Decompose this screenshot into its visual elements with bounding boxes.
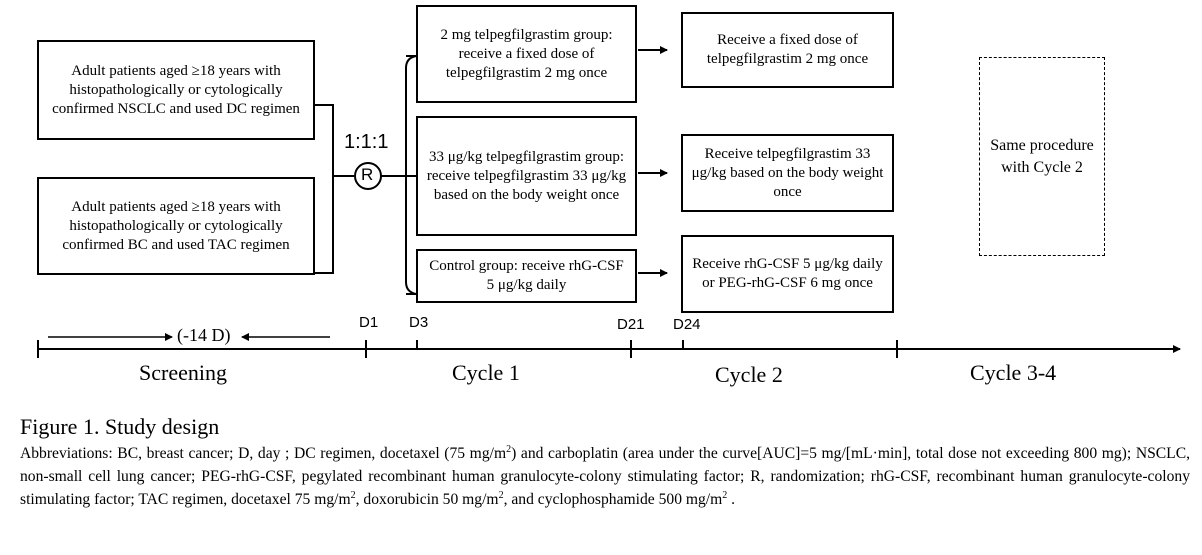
phase-label-screening: Screening <box>139 360 227 385</box>
cycle2-2mg-box: Receive a fixed dose of telpegfilgrastim… <box>681 12 894 88</box>
arm-control-box: Control group: receive rhG-CSF 5 μg/kg d… <box>416 249 637 303</box>
phase-label-cycle3-4: Cycle 3-4 <box>970 360 1057 385</box>
cycle2-33ugkg-box: Receive telpegfilgrastim 33 μg/kg based … <box>681 134 894 212</box>
superscript-2: 2 <box>506 443 512 455</box>
day-label-d21: D21 <box>617 316 645 333</box>
abbrev-part-3: , doxorubicin 50 mg/m <box>355 491 499 508</box>
superscript-2: 2 <box>350 489 356 501</box>
figure-caption: Figure 1. Study design Abbreviations: BC… <box>20 413 1190 511</box>
randomization-ratio: 1:1:1 <box>344 131 389 153</box>
screening-window-label: (-14 D) <box>177 325 231 345</box>
arm-2mg-box: 2 mg telpegfilgrastim group: receive a f… <box>416 5 637 103</box>
study-design-diagram: Adult patients aged ≥18 years with histo… <box>37 5 1181 387</box>
connector-lines <box>37 46 1181 358</box>
randomization-symbol: R <box>361 165 374 184</box>
day-label-d1: D1 <box>359 314 379 331</box>
figure-title: Figure 1. Study design <box>20 414 220 439</box>
cycle2-control-box: Receive rhG-CSF 5 μg/kg daily or PEG-rhG… <box>681 235 894 313</box>
day-label-d24: D24 <box>673 316 701 333</box>
eligibility-nsclc-box: Adult patients aged ≥18 years with histo… <box>37 40 315 140</box>
eligibility-bracket <box>314 104 334 274</box>
later-cycles-box: Same procedure with Cycle 2 <box>979 57 1105 256</box>
abbreviations-text: Abbreviations: BC, breast cancer; D, day… <box>20 442 1190 511</box>
abbrev-part-1: Abbreviations: BC, breast cancer; D, day… <box>20 445 507 462</box>
abbrev-part-4: , and cyclophosphamide 500 mg/m <box>503 491 723 508</box>
arm-33ugkg-box: 33 μg/kg telpegfilgrastim group: receive… <box>416 116 637 236</box>
day-label-d3: D3 <box>409 314 429 331</box>
superscript-2: 2 <box>722 489 728 501</box>
phase-label-cycle2: Cycle 2 <box>715 362 783 387</box>
superscript-2: 2 <box>498 489 504 501</box>
abbrev-part-2: ) and carboplatin (area under the curve[… <box>20 445 1190 508</box>
eligibility-bc-box: Adult patients aged ≥18 years with histo… <box>37 177 315 275</box>
phase-label-cycle1: Cycle 1 <box>452 360 520 385</box>
abbrev-part-5: . <box>727 491 736 508</box>
